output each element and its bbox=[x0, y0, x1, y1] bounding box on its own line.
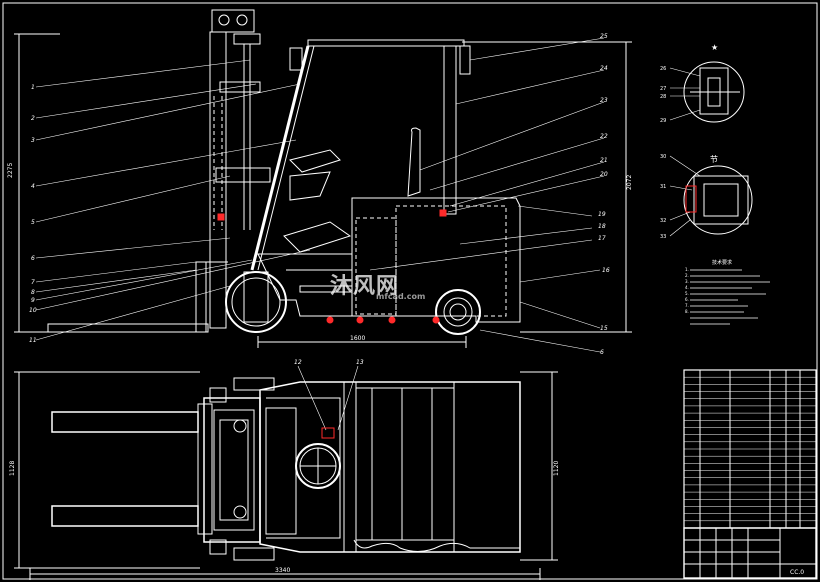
callout-12: 12 bbox=[294, 359, 302, 366]
callout-15: 15 bbox=[600, 325, 608, 332]
rear-wheel bbox=[435, 289, 481, 335]
detail-a-label-28: 28 bbox=[660, 94, 666, 100]
callout-16: 16 bbox=[602, 267, 610, 274]
callout-8: 8 bbox=[31, 289, 35, 296]
note-num-5: 5. bbox=[685, 291, 689, 296]
callout-1: 1 bbox=[31, 84, 35, 91]
callout-6: 6 bbox=[31, 255, 35, 262]
detail-a-marker: ★ bbox=[711, 43, 718, 52]
detail-b-label-31: 31 bbox=[660, 184, 666, 190]
callout-4: 4 bbox=[31, 183, 35, 190]
front-wheel bbox=[225, 271, 287, 333]
callout-18: 18 bbox=[598, 223, 606, 230]
leader-lines-left bbox=[35, 59, 311, 341]
note-num-6: 6. bbox=[685, 297, 689, 302]
red-part-markers bbox=[217, 209, 447, 324]
callout-2: 2 bbox=[31, 115, 35, 122]
chassis-outline bbox=[259, 381, 521, 553]
overhead-guard-rear-post bbox=[443, 45, 457, 215]
watermark-url: mfcad.com bbox=[376, 292, 426, 301]
front-wheel-hub bbox=[243, 271, 269, 323]
note-num-4: 4. bbox=[685, 285, 689, 290]
detail-b-label-33: 33 bbox=[660, 234, 666, 240]
steering-wheel bbox=[289, 149, 341, 173]
detail-b-marker: 节 bbox=[710, 155, 718, 164]
callout-23: 23 bbox=[600, 97, 608, 104]
dim-length-label: 3340 bbox=[275, 567, 290, 574]
callout-24: 24 bbox=[600, 65, 608, 72]
callout-9: 9 bbox=[31, 297, 35, 304]
mast-top bbox=[211, 9, 255, 33]
top-view: 1128 1120 3340 bbox=[9, 359, 560, 580]
note-num-1: 1. bbox=[685, 267, 689, 272]
note-num-7: 7. bbox=[685, 303, 689, 308]
note-num-2: 2. bbox=[685, 273, 689, 278]
callout-6b: 6 bbox=[600, 349, 604, 356]
side-view: 2275 2072 1600 bbox=[7, 9, 633, 356]
detail-b-label-32: 32 bbox=[660, 218, 666, 224]
technical-requirements: 技术要求 1. 2. 3. 4. 5. 6. 7. 8. bbox=[685, 259, 770, 325]
detail-a-label-26: 26 bbox=[660, 66, 666, 72]
detail-view-b: 节 30 31 32 33 bbox=[660, 154, 753, 240]
overhead-guard-front-post bbox=[250, 45, 310, 271]
fork-upright bbox=[195, 261, 207, 333]
note-num-3: 3. bbox=[685, 279, 689, 284]
dim-height-right-label: 2072 bbox=[626, 175, 633, 190]
callout-7: 7 bbox=[31, 279, 35, 286]
dim-width-left-label: 1128 bbox=[9, 461, 16, 476]
bill-of-materials-table bbox=[683, 369, 817, 529]
steering-wheel-top bbox=[295, 443, 341, 489]
tech-notes-text-lines bbox=[690, 269, 770, 325]
dim-height-total-label: 2275 bbox=[7, 163, 14, 178]
detail-a-label-29: 29 bbox=[660, 118, 666, 124]
callout-17: 17 bbox=[598, 235, 606, 242]
callout-25: 25 bbox=[600, 33, 608, 40]
fork-top-lower bbox=[51, 505, 199, 527]
callout-19: 19 bbox=[598, 211, 606, 218]
detail-view-a: ★ 26 27 28 29 bbox=[660, 43, 745, 124]
note-num-8: 8. bbox=[685, 309, 689, 314]
title-block: CC.0 bbox=[683, 527, 817, 579]
callout-21: 21 bbox=[600, 157, 608, 164]
overhead-guard-top bbox=[307, 39, 465, 47]
leader-lines-right bbox=[369, 37, 605, 353]
fork-top-upper bbox=[51, 411, 199, 433]
callout-11: 11 bbox=[29, 337, 37, 344]
title-block-code: CC.0 bbox=[790, 569, 804, 576]
callout-labels: 1 2 3 4 5 6 7 8 9 10 11 25 24 23 22 21 2… bbox=[29, 33, 610, 356]
tech-notes-title: 技术要求 bbox=[712, 259, 732, 266]
callout-22: 22 bbox=[600, 133, 608, 140]
callout-5: 5 bbox=[31, 219, 35, 226]
lift-carriage bbox=[215, 167, 271, 183]
dim-width-right-label: 1120 bbox=[553, 461, 560, 476]
callout-13: 13 bbox=[356, 359, 364, 366]
dim-wheelbase-label: 1600 bbox=[350, 335, 365, 342]
fork-blade bbox=[47, 323, 209, 333]
callout-3: 3 bbox=[31, 137, 35, 144]
callout-20: 20 bbox=[600, 171, 608, 178]
callout-10: 10 bbox=[29, 307, 37, 314]
watermark-brand: 沐风网 bbox=[330, 274, 400, 299]
truck-body bbox=[351, 197, 521, 323]
detail-b-label-30: 30 bbox=[660, 154, 666, 160]
detail-a-label-27: 27 bbox=[660, 86, 666, 92]
watermark-logo: 沐风网 mfcad.com bbox=[330, 268, 425, 301]
